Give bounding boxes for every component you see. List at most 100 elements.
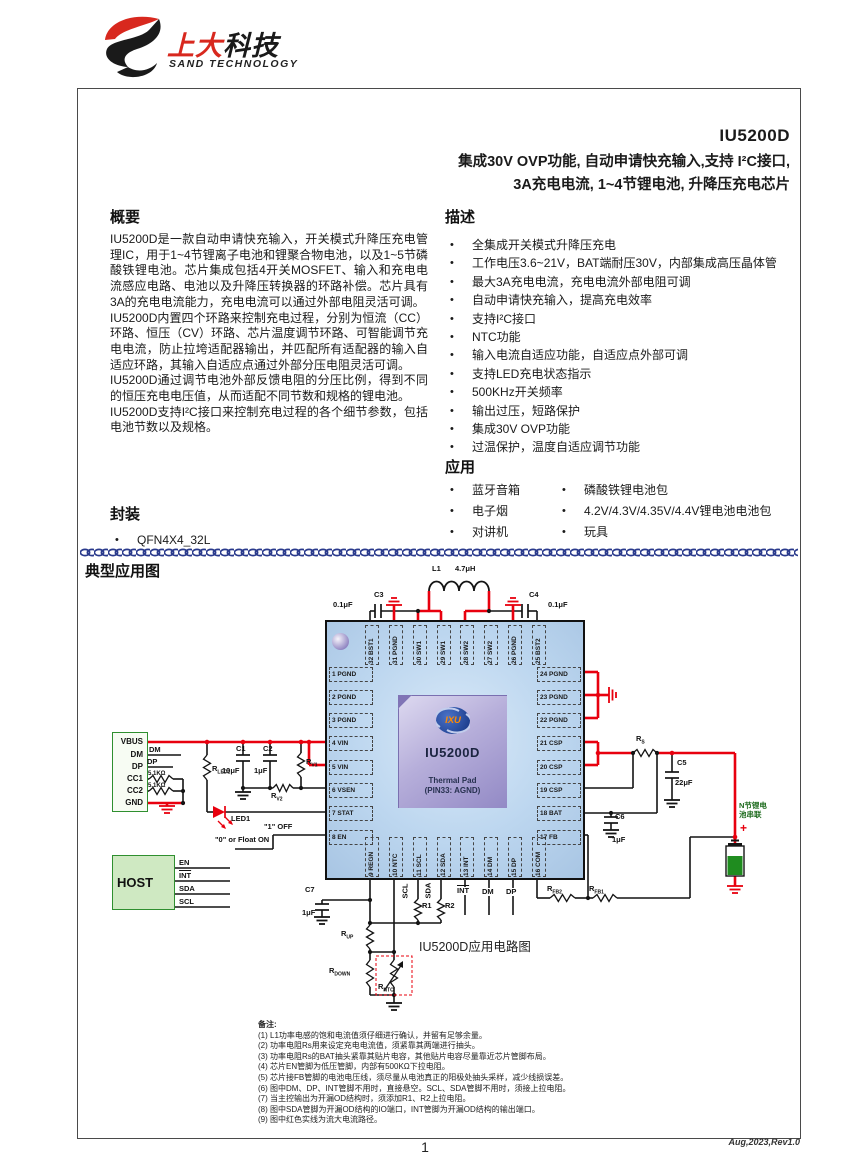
chip-pin: 5 VIN: [329, 759, 373, 775]
applications-heading: 应用: [445, 459, 476, 476]
features-heading: 描述: [445, 209, 476, 226]
resistor-icon: [632, 748, 658, 758]
junction-dot: [415, 608, 421, 614]
chip-pin: 22 PGND: [537, 713, 581, 729]
bullet-icon: •: [450, 504, 454, 517]
wire-black: [383, 963, 403, 992]
features-list: •全集成开关模式升降压充电•工作电压3.6~21V，BAT端耐压30V，内部集成…: [445, 236, 797, 457]
usb-connector: [112, 732, 148, 812]
feature-item: •全集成开关模式升降压充电: [445, 236, 797, 254]
chip-pin: 7 STAT: [329, 806, 373, 822]
feature-item: •500KHz开关频率: [445, 383, 797, 401]
pin1-indicator-icon: [332, 633, 349, 650]
caption-label: IU5200D应用电路图: [419, 940, 531, 954]
note-item: (9) 图中红色实线为流大电流路径。: [258, 1115, 382, 1125]
note-item: (2) 功率电阻Rs用来设定充电电流值，须紧靠其两端进行抽头。: [258, 1041, 480, 1051]
c1-label: C1: [236, 744, 246, 753]
notes-heading: 备注:: [258, 1020, 277, 1029]
chip-pin: 32 BST1: [365, 625, 379, 665]
host-net-label: SCL: [179, 897, 194, 906]
chip-pin: 8 EN: [329, 829, 373, 845]
host-label: HOST: [117, 875, 154, 890]
junction-dot: [204, 739, 210, 745]
chip-pin: 17 FB: [537, 829, 581, 845]
chip-pin: 23 PGND: [537, 689, 581, 705]
connector-pin-label: VBUS: [120, 737, 143, 746]
feature-text: 输入电流自适应功能，自适应点外部可调: [472, 348, 689, 363]
r1-label: R1: [422, 901, 432, 910]
host-net-label: INT: [179, 871, 192, 880]
note-item: (5) 芯片接FB管脚的电池电压线，须尽量从电池真正的阳极处抽头采样，减少线损误…: [258, 1072, 569, 1082]
notes-section: 备注: (1) L1功率电感的饱和电流值须仔细进行确认，并留有足够余量。(2) …: [258, 1020, 678, 1126]
dm-stub-label: DM: [149, 745, 161, 754]
rdown-label: RDOWN: [329, 966, 351, 978]
led1-label: LED1: [231, 814, 251, 823]
chip-pin: 25 BST2: [531, 625, 546, 665]
c4v-label: 0.1μF: [548, 600, 568, 609]
bullet-icon: •: [450, 312, 454, 325]
c2v-label: 1μF: [254, 766, 268, 775]
dm-n-label: DM: [481, 887, 495, 896]
content-border: [77, 88, 801, 1139]
overview-body: IU5200D是一款自动申请快充输入，开关模式升降压充电管理IC，用于1~4节锂…: [110, 232, 428, 436]
connector-pin-label: GND: [125, 798, 143, 807]
bullet-icon: •: [562, 504, 566, 517]
junction-dot: [267, 785, 273, 791]
application-item: •蓝牙音箱: [445, 480, 557, 501]
junction-dot: [267, 739, 273, 745]
part-number: IU5200D: [719, 126, 790, 145]
chip-pin: 29 SW1: [436, 625, 451, 665]
chip-pin: 1 PGND: [329, 666, 373, 682]
battery-fill: [727, 856, 743, 875]
c5-label: C5: [677, 758, 687, 767]
bullet-icon: •: [450, 367, 454, 380]
host-block: HOST: [112, 855, 175, 910]
chip-pin: 4 VIN: [329, 736, 373, 752]
dp-n-label: DP: [505, 887, 518, 896]
connector-pin-label: CC2: [126, 786, 143, 795]
resistor-icon: [365, 924, 375, 950]
feature-item: •输出过压，短路保护: [445, 402, 797, 420]
c4-label: C4: [529, 590, 539, 599]
bullet-icon: •: [450, 525, 454, 538]
dp-stub-label: DP: [147, 757, 158, 766]
thermal-pad-pin-label: (PIN33: AGND): [424, 786, 481, 795]
company-logo: 上大科技 SAND TECHNOLOGY: [95, 10, 315, 84]
chip-pin: 11 SCL: [412, 837, 427, 877]
c2-label: C2: [263, 744, 273, 753]
junction-dot: [415, 920, 421, 926]
feature-text: NTC功能: [472, 330, 521, 345]
junction-dot: [630, 750, 636, 756]
thermal-pad-label: Thermal Pad: [428, 776, 477, 785]
feature-text: 支持I²C接口: [472, 311, 536, 326]
bullet-icon: •: [450, 484, 454, 496]
connector-pin-label: DP: [131, 762, 143, 771]
junction-dot: [391, 949, 397, 955]
application-text: 电子烟: [472, 503, 509, 518]
chip-pin: 31 PGND: [388, 625, 403, 665]
notes-list: (1) L1功率电感的饱和电流值须仔细进行确认，并留有足够余量。(2) 功率电阻…: [258, 1031, 678, 1126]
page-number: 1: [421, 1139, 429, 1155]
bullet-icon: •: [115, 534, 119, 546]
rfb2-label: RFB2: [547, 884, 562, 896]
feature-text: 过温保护，温度自适应调节功能: [472, 440, 641, 455]
plus-label: +: [740, 821, 748, 835]
chip-pin: 20 CSP: [537, 759, 581, 775]
rcc1-label: 5.1KΩ: [148, 771, 166, 777]
feature-text: 支持LED充电状态指示: [472, 366, 592, 381]
feature-item: • 支持LED充电状态指示: [445, 365, 797, 383]
feature-text: 输出过压，短路保护: [472, 403, 581, 418]
application-item: •4.2V/4.3V/4.35V/4.4V锂电池电池包: [557, 501, 771, 522]
overview-heading: 概要: [110, 209, 141, 226]
junction-dot: [654, 750, 660, 756]
rled1-label: RLED1: [212, 764, 231, 776]
applications-list: •蓝牙音箱•电子烟•对讲机•磷酸铁锂电池包•4.2V/4.3V/4.35V/4.…: [445, 480, 797, 542]
c7-label: C7: [305, 885, 315, 894]
application-item: •对讲机: [445, 522, 557, 543]
chip-pin: 26 PGND: [508, 625, 523, 665]
doc-header: IU5200D 集成30V OVP功能, 自动申请快充输入,支持 I²C接口, …: [458, 126, 790, 197]
resistor-icon: [592, 893, 618, 903]
feature-item: •过温保护，温度自适应调节功能: [445, 438, 797, 456]
inductor-l1-icon: [428, 580, 490, 592]
application-text: 玩具: [584, 524, 609, 539]
